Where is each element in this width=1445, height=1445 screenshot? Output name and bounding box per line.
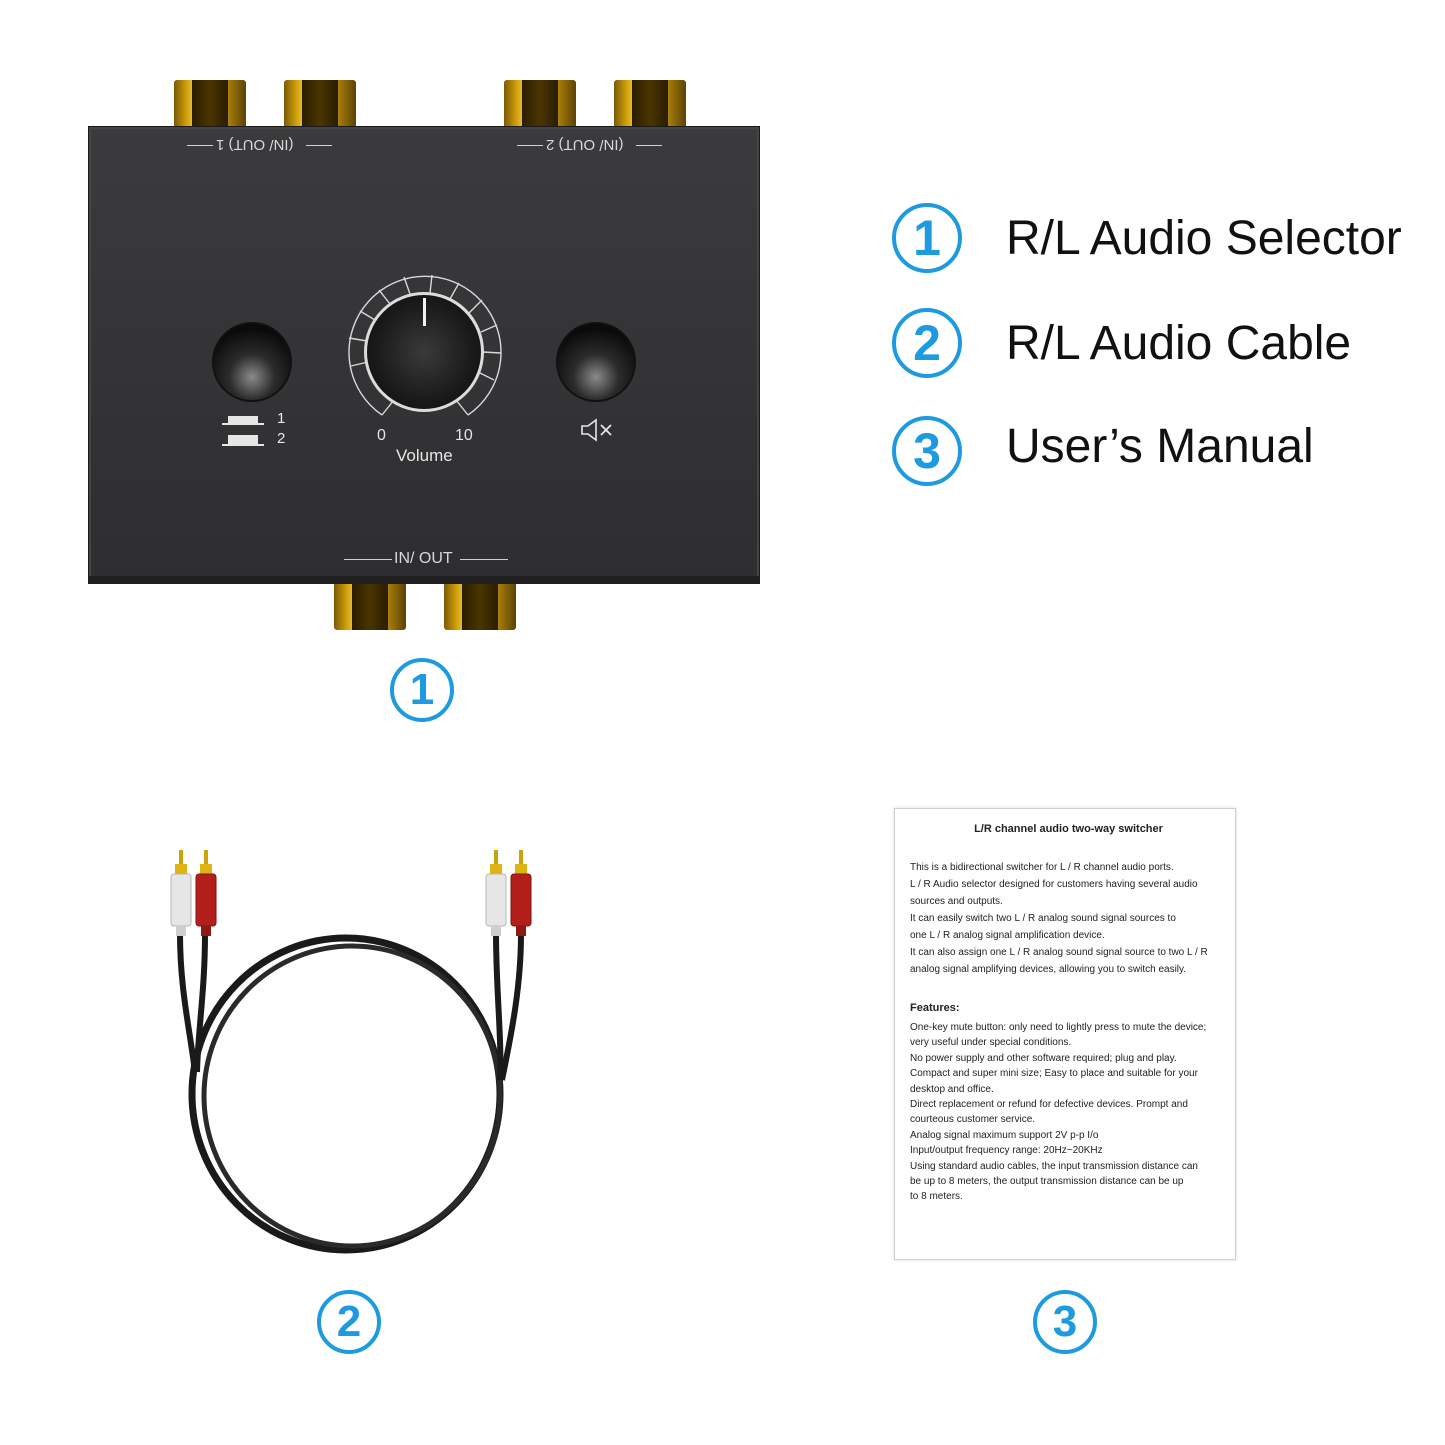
rca-audio-cable — [170, 850, 532, 1254]
manual-feature-line: Using standard audio cables, the input t… — [910, 1160, 1198, 1172]
manual-feature-line: Input/output frequency range: 20Hz~20KHz — [910, 1145, 1103, 1157]
legend-label-manual: User’s Manual — [1006, 420, 1314, 473]
cable-plug-right-red — [510, 850, 532, 936]
device-bottom-edge — [88, 576, 760, 584]
manual-intro-line: analog signal amplifying devices, allowi… — [910, 964, 1187, 975]
user-manual-sheet: L/R channel audio two-way switcher This … — [894, 808, 1236, 1260]
legend-number-1: 1 — [892, 203, 962, 273]
legend-number-2: 2 — [892, 308, 962, 378]
rca-jack-top-4 — [614, 80, 686, 128]
rca-jack-top-1 — [174, 80, 246, 128]
manual-feature-line: Direct replacement or refund for defecti… — [910, 1099, 1188, 1111]
legend-number-3: 3 — [892, 416, 962, 486]
port1-label: (IN/ OUT) 1 — [216, 136, 294, 153]
volume-max-label: 10 — [455, 427, 473, 444]
manual-intro-line: one L / R analog signal amplification de… — [910, 930, 1105, 941]
rca-jack-bottom-2 — [444, 582, 516, 630]
rca-jack-top-3 — [504, 80, 576, 128]
rca-jack-bottom-1 — [334, 582, 406, 630]
manual-feature-line: to 8 meters. — [910, 1191, 963, 1203]
manual-features-list: One-key mute button: only need to lightl… — [910, 1020, 1227, 1205]
cable-plug-left-red — [195, 850, 217, 936]
manual-feature-line: Compact and super mini size; Easy to pla… — [910, 1068, 1198, 1080]
manual-intro-line: L / R Audio selector designed for custom… — [910, 879, 1198, 890]
volume-label: Volume — [396, 446, 453, 465]
item-number-selector: 1 — [390, 658, 454, 722]
bottom-label-line-right — [460, 559, 508, 560]
source-select-button[interactable] — [212, 322, 292, 402]
port1-label-line-right — [306, 145, 332, 146]
mute-button[interactable] — [556, 322, 636, 402]
cable-plug-left-white — [170, 850, 192, 936]
manual-feature-line: very useful under special conditions. — [910, 1037, 1072, 1049]
manual-intro: This is a bidirectional switcher for L /… — [910, 859, 1227, 978]
port2-label-line-left — [517, 145, 543, 146]
manual-feature-line: Analog signal maximum support 2V p-p I/o — [910, 1129, 1099, 1141]
switch-label-2: 2 — [277, 430, 286, 447]
manual-feature-line: be up to 8 meters, the output transmissi… — [910, 1176, 1184, 1188]
legend-label-selector: R/L Audio Selector — [1006, 212, 1402, 265]
port2-label: (IN/ OUT) 2 — [546, 136, 624, 153]
manual-feature-line: desktop and office. — [910, 1083, 994, 1095]
switch-position-icon — [222, 416, 264, 446]
manual-title: L/R channel audio two-way switcher — [974, 823, 1163, 835]
manual-feature-line: One-key mute button: only need to lightl… — [910, 1022, 1207, 1033]
switch-label-1: 1 — [277, 410, 286, 427]
port1-label-line-left — [187, 145, 213, 146]
manual-features-heading: Features: — [910, 1002, 960, 1014]
bottom-label-line-left — [344, 559, 392, 560]
manual-intro-line: sources and outputs. — [910, 896, 1003, 907]
manual-intro-line: It can easily switch two L / R analog so… — [910, 913, 1176, 924]
manual-feature-line: courteous customer service. — [910, 1114, 1036, 1126]
volume-min-label: 0 — [377, 427, 386, 444]
manual-intro-line: It can also assign one L / R analog soun… — [910, 947, 1208, 958]
rca-jack-top-2 — [284, 80, 356, 128]
item-number-manual: 3 — [1033, 1290, 1097, 1354]
volume-knob-indicator — [423, 298, 426, 326]
cable-plug-right-white — [485, 850, 507, 936]
port2-label-line-right — [636, 145, 662, 146]
legend-label-cable: R/L Audio Cable — [1006, 317, 1352, 370]
manual-intro-line: This is a bidirectional switcher for L /… — [910, 862, 1174, 873]
item-number-cable: 2 — [317, 1290, 381, 1354]
bottom-port-label: IN/ OUT — [394, 550, 453, 567]
manual-feature-line: No power supply and other software requi… — [910, 1052, 1177, 1064]
speaker-mute-icon — [581, 418, 612, 442]
